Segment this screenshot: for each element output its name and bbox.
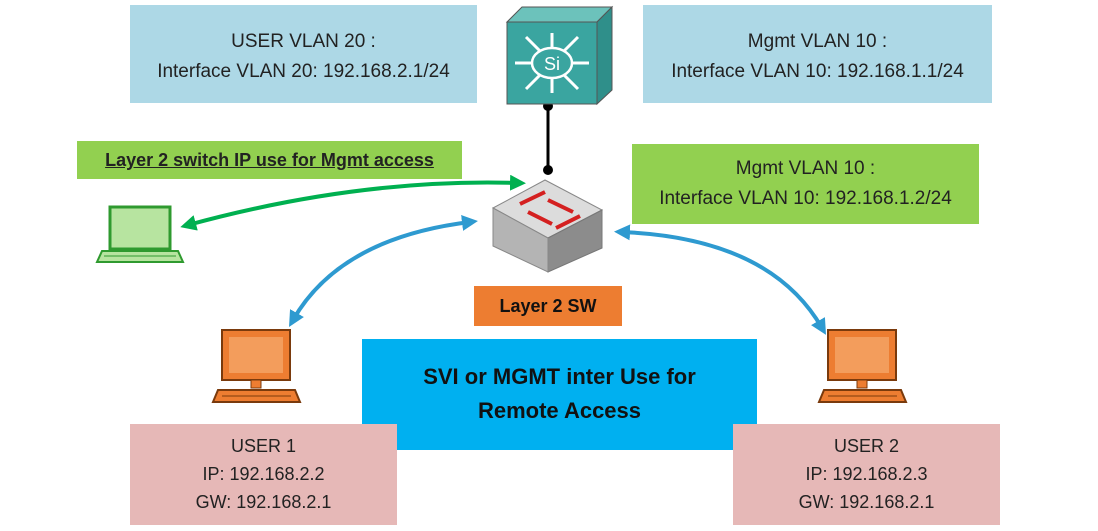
svi-box-line2: Remote Access [477,398,642,423]
user-vlan-box: USER VLAN 20 : Interface VLAN 20: 192.16… [130,5,477,103]
layer2-ip-label: Layer 2 switch IP use for Mgmt access [77,141,462,179]
mgmt-vlan-access-box: Mgmt VLAN 10 : Interface VLAN 10: 192.16… [632,144,979,224]
user2-link-arrow [614,224,827,335]
desktop-pc-icon [211,329,302,403]
user1-ip: IP: 192.168.2.2 [202,464,325,484]
mgmt-vlan-core-box: Mgmt VLAN 10 : Interface VLAN 10: 192.16… [643,5,992,103]
layer2-sw-label-text: Layer 2 SW [499,296,597,316]
mgmt-vlan-access-title: Mgmt VLAN 10 : [735,158,876,179]
user1-gw: GW: 192.168.2.1 [195,492,332,512]
layer2-sw-label: Layer 2 SW [474,286,622,326]
core-switch-label: Si [544,54,560,74]
laptop-icon [95,205,185,263]
mgmt-vlan-access-interface: Interface VLAN 10: 192.168.1.2/24 [659,188,952,209]
user2-box: USER 2 IP: 192.168.2.3 GW: 192.168.2.1 [733,424,1000,525]
user2-gw: GW: 192.168.2.1 [798,492,935,512]
user1-link-arrow [289,215,478,327]
user2-name: USER 2 [833,436,900,456]
layer2-ip-label-text: Layer 2 switch IP use for Mgmt access [105,150,434,170]
user-vlan-interface: Interface VLAN 20: 192.168.2.1/24 [157,61,450,82]
multilayer-switch-icon [505,5,614,106]
mgmt-vlan-core-title: Mgmt VLAN 10 : [747,31,888,52]
user1-name: USER 1 [230,436,297,456]
mgmt-vlan-core-interface: Interface VLAN 10: 192.168.1.1/24 [671,61,964,82]
desktop-pc-icon [817,329,908,403]
svi-box-line1: SVI or MGMT inter Use for [423,364,696,389]
user2-ip: IP: 192.168.2.3 [805,464,928,484]
user1-box: USER 1 IP: 192.168.2.2 GW: 192.168.2.1 [130,424,397,525]
svi-box: SVI or MGMT inter Use for Remote Access [362,339,757,450]
user-vlan-title: USER VLAN 20 : [231,31,376,52]
layer2-switch-icon [491,179,604,273]
link-endpoint-bottom [543,165,553,175]
mgmt-access-arrow [180,174,526,231]
